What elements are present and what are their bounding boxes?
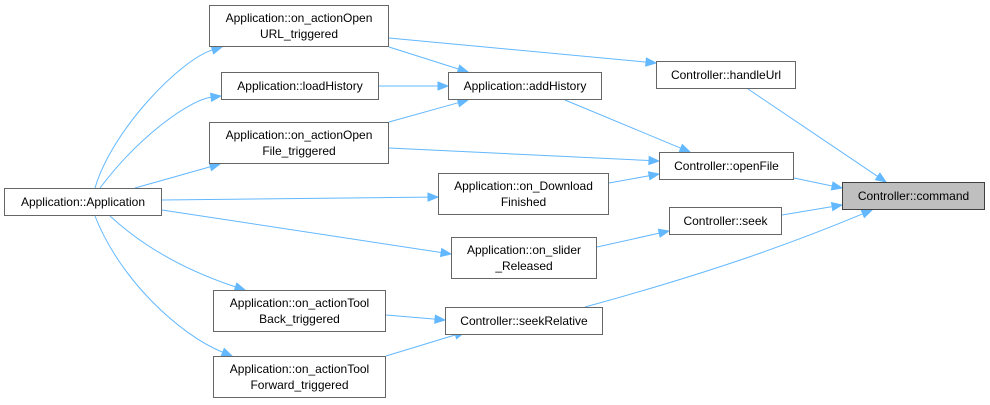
arrowhead-icon (647, 171, 661, 181)
edge-download-to-open_file (608, 175, 650, 184)
edge-tool_fwd-to-seek_relative (385, 334, 456, 357)
edge-open_url-to-handle_url (388, 37, 647, 63)
node-label-line: Controller::command (857, 189, 970, 203)
arrowhead-icon (678, 143, 692, 153)
arrowhead-icon (220, 347, 234, 357)
node-label-line: Application::on_Download (454, 179, 593, 193)
node-label-line: Application::addHistory (463, 79, 587, 93)
arrowhead-icon (208, 162, 222, 172)
node-controller-seek-relative[interactable]: Controller::seekRelative (445, 307, 603, 335)
edge-handle_url-to-command (747, 88, 878, 177)
node-label-line: Controller::openFile (674, 159, 779, 173)
edge-tool_back-to-seek_relative (385, 314, 436, 320)
node-label-line: Controller::handleUrl (670, 68, 782, 82)
node-label-line: File_triggered (262, 144, 336, 158)
node-application-constructor[interactable]: Application::Application (4, 188, 162, 216)
node-on-action-tool-forward-triggered[interactable]: Application::on_actionTool Forward_trigg… (213, 356, 386, 398)
edge-add_history-to-open_file (564, 99, 681, 149)
node-on-action-open-file-triggered[interactable]: Application::on_actionOpen File_triggere… (209, 122, 389, 164)
node-label-line: Application::on_slider (466, 243, 582, 257)
node-on-action-open-url-triggered[interactable]: Application::on_actionOpen URL_triggered (209, 5, 389, 47)
edge-app_ctor-to-tool_back (109, 215, 236, 288)
edge-open_url-to-add_history (388, 46, 459, 70)
edge-app_ctor-to-open_url (94, 49, 213, 189)
edge-seek_relative-to-command (584, 213, 863, 308)
edge-slider-to-seek (596, 232, 660, 248)
node-add-history[interactable]: Application::addHistory (448, 72, 602, 100)
arrowhead-icon (427, 192, 440, 202)
arrowhead-icon (874, 172, 888, 183)
edge-app_ctor-to-download (161, 196, 429, 201)
arrowhead-icon (830, 202, 844, 212)
edge-seek-to-command (781, 206, 833, 216)
arrowhead-icon (437, 81, 450, 91)
arrowhead-icon (209, 92, 223, 103)
node-controller-handle-url[interactable]: Controller::handleUrl (656, 61, 796, 89)
node-label-line: Back_triggered (259, 312, 340, 326)
edge-open_file-to-command (793, 177, 833, 187)
edge-app_ctor-to-slider (161, 209, 442, 253)
node-label-line: _Released (495, 259, 553, 273)
node-label-line: Application::Application (20, 195, 146, 209)
edge-app_ctor-to-open_file_trig (134, 166, 211, 189)
node-load-history[interactable]: Application::loadHistory (221, 72, 379, 100)
node-label-line: Application::on_actionOpen (225, 128, 373, 142)
arrowhead-icon (830, 181, 844, 191)
edge-app_ctor-to-tool_fwd (94, 215, 223, 353)
node-label-line: Controller::seek (683, 214, 768, 228)
arrowhead-icon (860, 209, 874, 219)
arrowhead-icon (648, 155, 661, 166)
node-label-line: Application::on_actionTool (229, 362, 370, 376)
node-on-slider-released[interactable]: Application::on_slider _Released (451, 237, 597, 279)
node-label-line: Application::loadHistory (237, 79, 363, 93)
edge-app_ctor-to-load_history (99, 96, 212, 189)
node-label-line: Controller::seekRelative (460, 314, 588, 328)
node-label-line: Application::on_actionTool (229, 296, 370, 310)
node-label-line: Forward_triggered (250, 378, 349, 392)
arrowhead-icon (657, 228, 671, 238)
node-on-download-finished[interactable]: Application::on_Download Finished (438, 173, 609, 215)
arrowhead-icon (210, 45, 224, 55)
arrowhead-icon (645, 57, 658, 67)
edge-open_file_trig-to-add_history (388, 102, 459, 123)
arrowhead-icon (439, 247, 453, 258)
node-label-line: Finished (500, 195, 547, 209)
node-label-line: URL_triggered (259, 27, 339, 41)
node-label-line: Application::on_actionOpen (225, 11, 373, 25)
node-controller-open-file[interactable]: Controller::openFile (659, 152, 794, 180)
node-controller-seek[interactable]: Controller::seek (669, 207, 782, 235)
node-on-action-tool-back-triggered[interactable]: Application::on_actionTool Back_triggere… (213, 290, 386, 332)
node-controller-command: Controller::command (842, 182, 985, 210)
edge-open_file_trig-to-open_file (388, 147, 650, 162)
arrowhead-icon (434, 314, 447, 324)
